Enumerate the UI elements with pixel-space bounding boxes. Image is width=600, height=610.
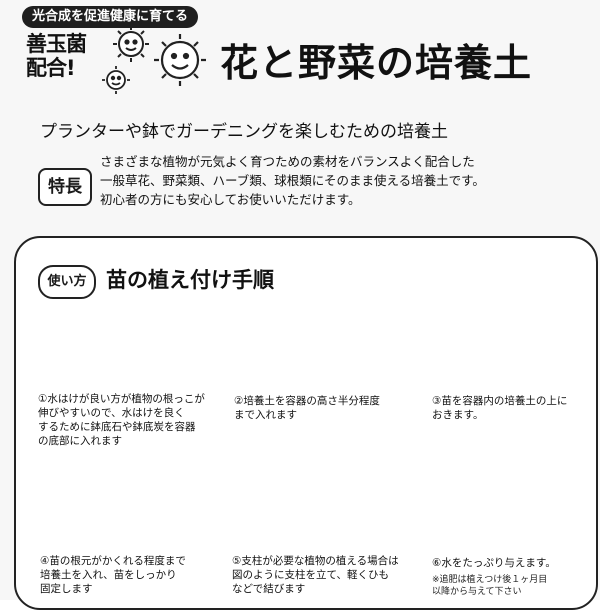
- sun-mascot-icon: [113, 26, 149, 62]
- step-line: おきます。: [432, 409, 484, 421]
- step-line: 固定します: [40, 583, 93, 595]
- sun-mascot-large-icon: [154, 34, 206, 86]
- step-line: ①水はけが良い方が植物の根っこが: [38, 393, 205, 405]
- tagline-banner: 光合成を促進健康に育てる: [22, 6, 199, 28]
- step-line: 培養土を入れ、苗をしっかり: [40, 569, 177, 581]
- step-6-text: ⑥水をたっぷり与えます。: [432, 556, 556, 570]
- step-line: 図のように支柱を立て、軽くひも: [232, 569, 389, 581]
- step-3-text: ③苗を容器内の培養土の上に おきます。: [432, 394, 567, 422]
- method-panel: [14, 236, 598, 610]
- method-label: 使い方: [38, 265, 96, 299]
- footnote-line: ※追肥は植えつけ後１ヶ月目: [432, 575, 548, 585]
- sun-mascot-small-icon: [102, 66, 130, 94]
- feature-line: さまざまな植物が元気よく育つための素材をバランスよく配合した: [100, 154, 475, 169]
- feature-label: 特長: [38, 168, 92, 206]
- step-line: するために鉢底石や鉢底炭を容器: [38, 421, 196, 433]
- step-line: まで入れます: [234, 409, 297, 421]
- step-line: 伸びやすいので、水はけを良く: [38, 407, 185, 419]
- badge-line-1: 善玉菌: [26, 32, 87, 56]
- step-4-text: ④苗の根元がかくれる程度まで 培養土を入れ、苗をしっかり 固定します: [40, 554, 186, 596]
- feature-description: さまざまな植物が元気よく育つための素材をバランスよく配合した 一般草花、野菜類、…: [100, 152, 485, 209]
- step-line: ③苗を容器内の培養土の上に: [432, 395, 568, 407]
- step-5-text: ⑤支柱が必要な植物の植える場合は 図のように支柱を立て、軽くひも などで結びます: [232, 554, 399, 596]
- step-line: ⑥水をたっぷり与えます。: [432, 557, 556, 569]
- step-line: ④苗の根元がかくれる程度まで: [40, 555, 186, 567]
- product-subtitle: プランターや鉢でガーデニングを楽しむための培養土: [40, 122, 448, 142]
- feature-line: 一般草花、野菜類、ハーブ類、球根類にそのまま使える培養土です。: [100, 173, 485, 188]
- step-1-text: ①水はけが良い方が植物の根っこが 伸びやすいので、水はけを良く するために鉢底石…: [38, 392, 205, 448]
- product-title: 花と野菜の培養土: [220, 41, 533, 85]
- feature-line: 初心者の方にも安心してお使いいただけます。: [100, 192, 361, 207]
- step-line: ⑤支柱が必要な植物の植える場合は: [232, 555, 399, 567]
- step-line: の底部に入れます: [38, 435, 122, 447]
- probiotic-badge: 善玉菌 配合!: [26, 32, 87, 80]
- method-title: 苗の植え付け手順: [106, 268, 274, 292]
- step-line: などで結びます: [232, 583, 306, 595]
- step-line: ②培養土を容器の高さ半分程度: [234, 395, 380, 407]
- footnote-line: 以降から与えて下さい: [432, 587, 522, 597]
- badge-line-2: 配合!: [26, 56, 76, 80]
- step-2-text: ②培養土を容器の高さ半分程度 まで入れます: [234, 394, 380, 422]
- fertilizer-footnote: ※追肥は植えつけ後１ヶ月目 以降から与えて下さい: [432, 574, 547, 598]
